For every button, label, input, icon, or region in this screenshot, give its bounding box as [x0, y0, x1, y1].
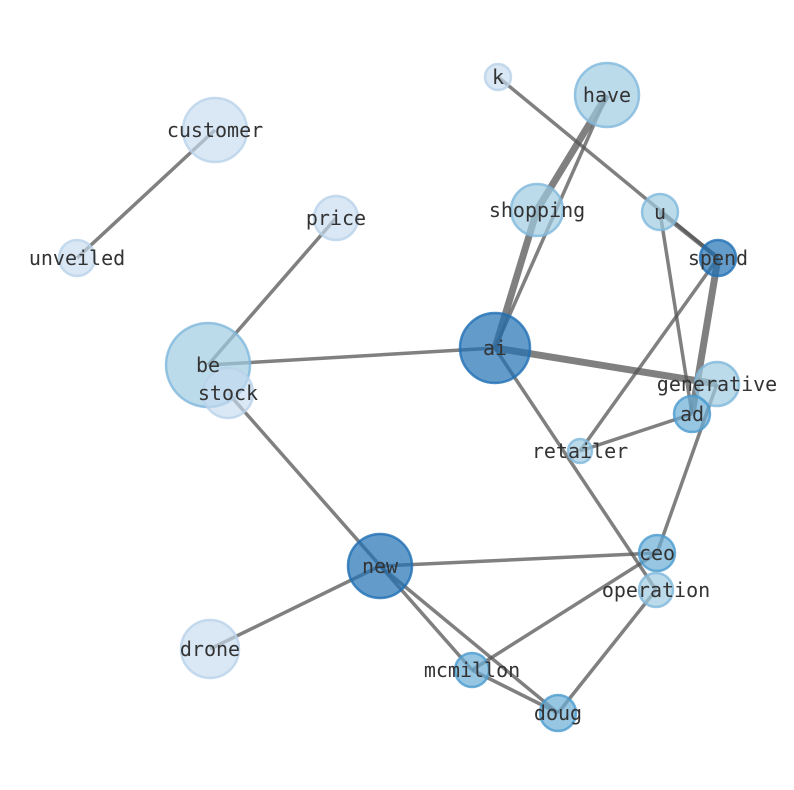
node-label-ad: ad	[680, 402, 704, 426]
node-label-customer: customer	[167, 118, 263, 142]
edge-doug-operation	[556, 588, 658, 715]
node-customer[interactable]	[181, 96, 249, 164]
nodes	[57, 61, 741, 733]
node-drone[interactable]	[179, 618, 241, 680]
edge-be-ai	[207, 346, 496, 367]
node-have[interactable]	[573, 61, 641, 129]
node-operation[interactable]	[637, 571, 675, 609]
node-u[interactable]	[640, 192, 680, 232]
edge-ai-operation	[493, 347, 658, 591]
edge-new-doug	[378, 564, 560, 715]
edge-retailer-ad	[579, 412, 693, 453]
node-label-mcmillon: mcmillon	[424, 658, 520, 682]
node-label-have: have	[583, 83, 631, 107]
edge-new-ceo	[379, 551, 658, 568]
node-label-price: price	[306, 206, 366, 230]
node-label-drone: drone	[180, 637, 240, 661]
node-retailer[interactable]	[566, 437, 594, 465]
node-spend[interactable]	[698, 238, 738, 278]
node-label-be: be	[196, 353, 220, 377]
node-label-u: u	[654, 200, 666, 224]
node-label-shopping: shopping	[489, 198, 585, 222]
node-ai[interactable]	[458, 311, 532, 385]
node-label-doug: doug	[534, 701, 582, 725]
edge-spend-retailer	[578, 256, 720, 453]
node-label-spend: spend	[688, 246, 748, 270]
node-label-generative: generative	[657, 372, 777, 396]
node-label-operation: operation	[602, 578, 710, 602]
node-ad[interactable]	[672, 394, 712, 434]
node-label-ceo: ceo	[639, 541, 675, 565]
labels: customer unveiled price be stock k have shoppin…	[29, 65, 777, 725]
node-k[interactable]	[483, 62, 513, 92]
node-mcmillon[interactable]	[453, 651, 491, 689]
node-doug[interactable]	[538, 693, 578, 733]
edges	[75, 75, 722, 715]
node-unveiled[interactable]	[57, 238, 97, 278]
edge-ai-generative	[494, 344, 718, 388]
node-label-retailer: retailer	[532, 439, 628, 463]
node-label-unveiled: unveiled	[29, 246, 125, 270]
node-stock[interactable]	[201, 366, 255, 420]
node-price[interactable]	[312, 194, 360, 242]
node-generative[interactable]	[693, 360, 741, 408]
node-shopping[interactable]	[509, 182, 565, 238]
node-label-stock: stock	[198, 381, 258, 405]
node-label-k: k	[492, 65, 504, 89]
node-label-ai: ai	[483, 336, 507, 360]
node-label-new: new	[362, 554, 399, 578]
node-ceo[interactable]	[637, 533, 677, 573]
node-new[interactable]	[346, 532, 414, 600]
edge-mcmillon-ceo	[471, 551, 658, 672]
edge-stock-mcmillon	[226, 391, 474, 672]
